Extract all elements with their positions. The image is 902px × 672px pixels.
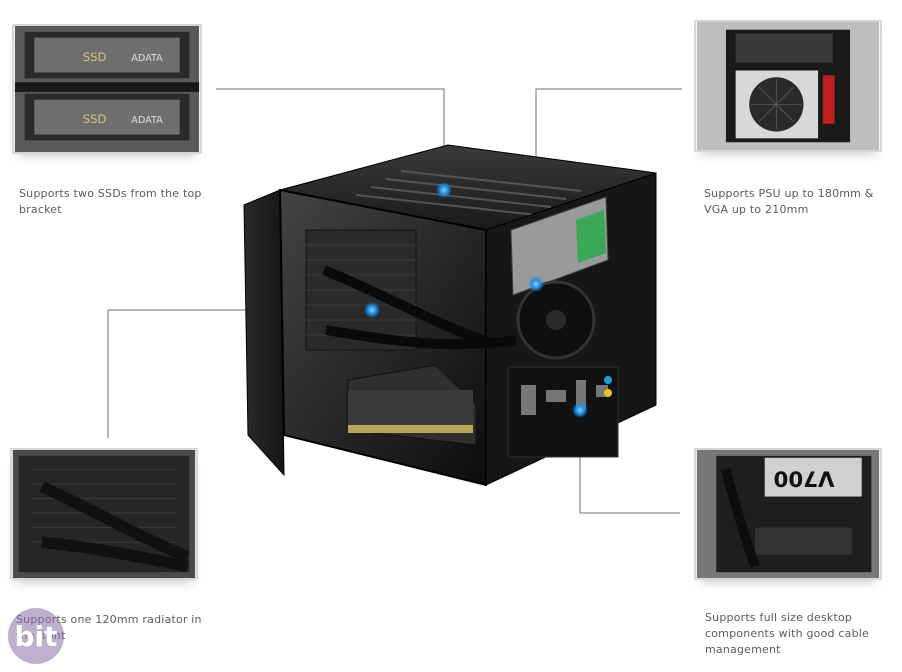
psu-model-label: V700 xyxy=(774,465,835,490)
ssd-bracket-thumbnail: SSD ADATA SSD ADATA xyxy=(12,24,202,154)
caption-psu: Supports PSU up to 180mm & VGA up to 210… xyxy=(704,186,874,218)
ssd-label-bottom: SSD xyxy=(83,112,107,126)
psu-thumbnail xyxy=(694,20,882,152)
highlight-dot-psu xyxy=(528,276,544,292)
caption-components-line-3: management xyxy=(705,643,781,656)
ssd-bracket-image: SSD ADATA SSD ADATA xyxy=(14,26,200,152)
caption-psu-line-1: Supports PSU up to 180mm & xyxy=(704,187,874,200)
caption-components: Supports full size desktop components wi… xyxy=(705,610,869,658)
caption-ssd: Supports two SSDs from the top bracket xyxy=(19,186,202,218)
caption-ssd-line-2: bracket xyxy=(19,203,62,216)
caption-components-line-1: Supports full size desktop xyxy=(705,611,853,624)
highlight-dot-components xyxy=(572,402,588,418)
radiator-thumbnail xyxy=(10,448,198,580)
bit-tech-watermark-logo: bit xyxy=(8,608,64,664)
highlight-dot-radiator xyxy=(364,302,380,318)
caption-ssd-line-1: Supports two SSDs from the top xyxy=(19,187,202,200)
radiator-image xyxy=(12,450,196,578)
components-image: V700 xyxy=(696,450,880,578)
caption-components-line-2: components with good cable xyxy=(705,627,870,640)
watermark-text: bit xyxy=(14,620,57,653)
ssd-label-top: SSD xyxy=(83,50,107,64)
psu-image xyxy=(696,22,880,150)
ssd-brand-bottom: ADATA xyxy=(131,115,163,126)
ssd-brand-top: ADATA xyxy=(131,53,163,64)
highlight-dot-ssd xyxy=(436,182,452,198)
caption-radiator-line-1: Supports one 120mm radiator in xyxy=(16,613,202,626)
caption-psu-line-2: VGA up to 210mm xyxy=(704,203,809,216)
mini-itx-case-illustration xyxy=(243,144,657,487)
components-thumbnail: V700 xyxy=(694,448,882,580)
